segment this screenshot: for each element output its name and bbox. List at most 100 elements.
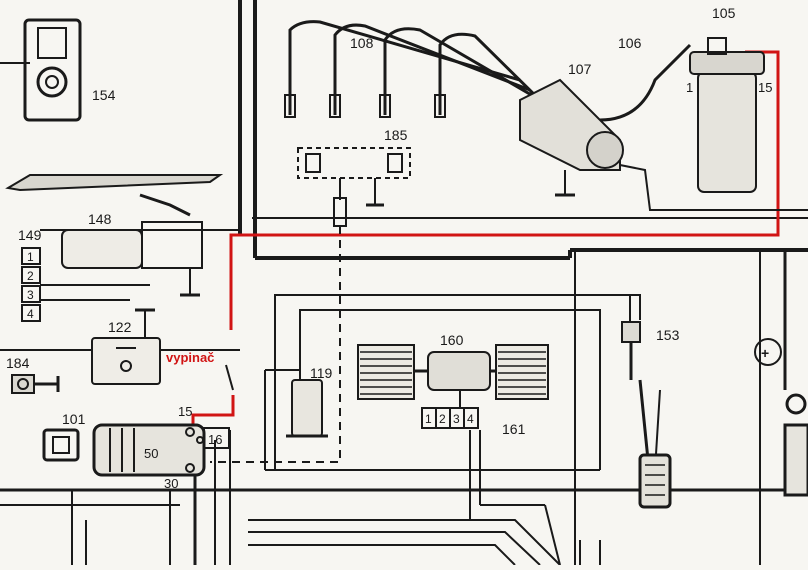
terminal-30-icon [185, 463, 195, 473]
component-105: 105 106 1 15 [618, 5, 808, 211]
label-154: 154 [92, 87, 116, 103]
pin-label: 4 [467, 412, 474, 426]
component-160: 160 [357, 332, 549, 408]
coil-tower [707, 37, 727, 55]
plug-boot [379, 94, 391, 118]
dashed-sensor-lead [210, 226, 341, 463]
plug-boot [329, 94, 341, 118]
connector-pin [305, 153, 321, 173]
pin-label: 4 [27, 307, 34, 321]
wiper-motor [61, 229, 143, 269]
component-148: 148 [5, 174, 224, 297]
coil-cap [689, 51, 765, 75]
component-108: 108 [284, 20, 552, 118]
connector-161: 1 2 3 4 161 [421, 407, 526, 437]
battery-terminal [785, 393, 807, 415]
harness-bundle [248, 544, 516, 566]
fan-blades [360, 351, 546, 395]
harness-bundle [248, 519, 561, 566]
label-108: 108 [350, 35, 374, 51]
plug-lead [288, 20, 521, 115]
pin-box [21, 266, 41, 284]
component-107: 107 [519, 43, 700, 211]
pin-label: 1 [27, 250, 34, 264]
lock-icon [52, 436, 70, 454]
label-161: 161 [502, 421, 526, 437]
switch-knob-icon [36, 66, 68, 98]
harness-bundle [248, 531, 541, 566]
fan-motor [427, 351, 491, 391]
plug-boot [434, 94, 446, 118]
component-184: 184 [6, 355, 60, 394]
component-153: 153 [621, 295, 680, 509]
pin-box [463, 407, 479, 429]
connector-pin [387, 153, 403, 173]
pin-label: 1 [425, 412, 432, 426]
connector-149: 149 1 2 3 4 [18, 227, 42, 322]
terminal-block [203, 427, 230, 449]
label-153: 153 [656, 327, 680, 343]
label-101: 101 [62, 411, 86, 427]
switch-housing [23, 18, 82, 122]
highlight-wire-group: vypinač [166, 50, 780, 425]
terminal-15-icon [185, 427, 195, 437]
component-119: 119 [286, 360, 333, 438]
label-149: 149 [18, 227, 42, 243]
battery: + [754, 338, 808, 497]
pin-box [21, 247, 41, 265]
wiper-linkage [139, 193, 191, 217]
label-148: 148 [88, 211, 112, 227]
battery-plus-icon [754, 338, 782, 366]
sensor-icon [17, 378, 29, 390]
terminal-15-label: 15 [178, 404, 192, 419]
terminal-50-label: 50 [144, 446, 158, 461]
plug-lead [438, 32, 552, 115]
fan-right [495, 344, 549, 400]
label-106: 106 [618, 35, 642, 51]
plug-lead [333, 23, 531, 115]
sensor-119 [291, 379, 323, 437]
fan-loop-wire [274, 294, 641, 470]
coil-lead [599, 43, 692, 122]
label-122: 122 [108, 319, 132, 335]
fan-wire [544, 504, 561, 566]
wiper-blade [5, 174, 224, 192]
connector-185 [297, 147, 411, 179]
pin-box [21, 285, 41, 303]
terminal-16-label: 16 [208, 432, 222, 447]
fuse-element [333, 197, 347, 227]
relay-lamp-icon [120, 360, 132, 372]
battery-body [783, 423, 808, 497]
coil-terminal-15: 15 [758, 80, 772, 95]
ignition-coil-wire [229, 50, 780, 330]
wiper-gearbox [141, 221, 203, 269]
switch-knob-center [45, 75, 59, 89]
distributor-wire [619, 164, 700, 211]
label-184: 184 [6, 355, 30, 371]
ignition-switch: 15 16 50 30 [92, 404, 230, 491]
component-101: 101 [42, 411, 86, 462]
terminal-30-label: 30 [164, 476, 178, 491]
distributor-body [586, 131, 624, 169]
plug-lead [383, 27, 541, 115]
switch-feed-wire [191, 395, 235, 425]
pin-label: 2 [439, 412, 446, 426]
sensor-body [11, 374, 35, 394]
switch-knob-top [37, 27, 67, 59]
label-107: 107 [568, 61, 592, 77]
pin-label: 2 [27, 269, 34, 283]
label-105: 105 [712, 5, 736, 21]
pin-box [21, 304, 41, 322]
brake-switch [621, 321, 641, 343]
component-154: 154 [0, 18, 116, 122]
plug-boot [284, 94, 296, 118]
switch-contact [225, 364, 234, 391]
component-185: 185 [210, 127, 411, 463]
steering-lock [42, 428, 80, 462]
switch-label: vypinač [166, 350, 214, 365]
pin-label: 3 [453, 412, 460, 426]
fan-left [357, 344, 415, 400]
